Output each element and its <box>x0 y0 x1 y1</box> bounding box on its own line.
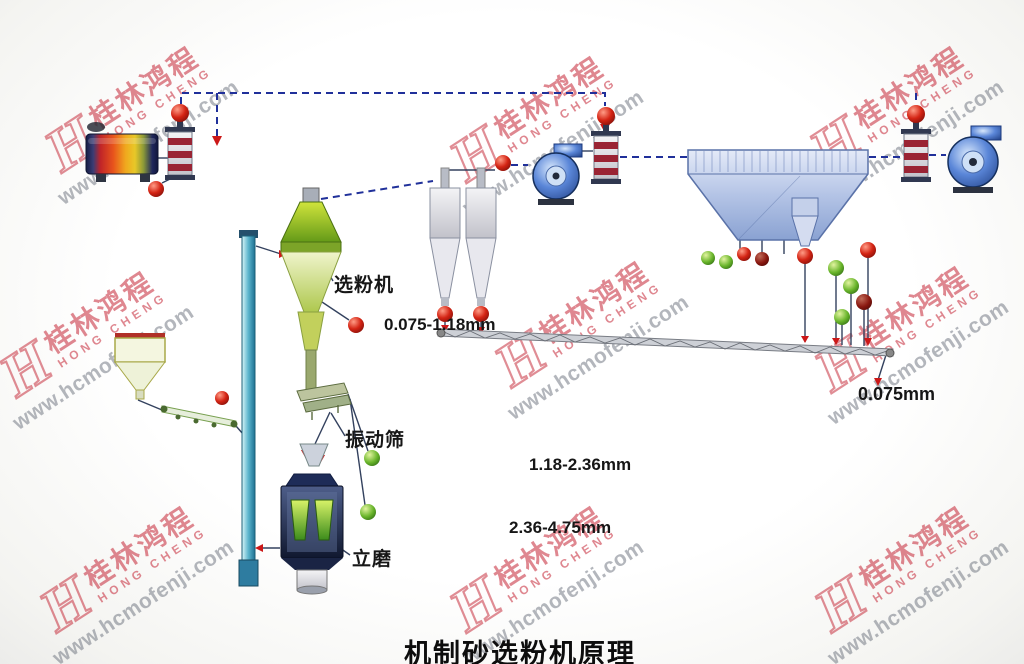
belt-conveyor <box>436 328 895 358</box>
fraction-ball-fine-icon <box>348 317 364 333</box>
size-mid-range-label: 1.18-2.36mm <box>529 455 632 474</box>
feed-conveyor <box>160 391 238 428</box>
vertical-mill-label: 立磨 <box>352 549 393 570</box>
centrifugal-fan-left <box>532 143 583 205</box>
valve-ball-icon <box>171 104 189 122</box>
page-title: 机制砂选粉机原理 <box>404 639 636 664</box>
vibrating-screen-label: 振动筛 <box>345 430 406 451</box>
feed-hopper <box>114 333 166 400</box>
material-ball-icon <box>755 252 769 266</box>
fraction-ball-mid-icon <box>364 450 380 466</box>
vertical-mill <box>280 443 344 595</box>
cyclone-separators <box>429 155 511 322</box>
size-fine-range-label: 0.075-1.18mm <box>384 315 496 334</box>
centrifugal-fan-right <box>947 125 1002 193</box>
size-fine-label: 0.075mm <box>858 384 936 404</box>
valve-ball-icon <box>597 107 615 125</box>
bucket-elevator <box>238 230 259 587</box>
material-ball-icon <box>737 247 751 261</box>
material-ball-icon <box>215 391 229 405</box>
hopper-discharge-ball-icon <box>797 248 813 264</box>
duct-valve-ball-icon <box>495 155 511 171</box>
rotary-mill <box>85 122 159 182</box>
rotary-valve-center <box>591 107 621 184</box>
material-stream-balls <box>828 242 876 325</box>
rotary-valve-left <box>148 104 195 197</box>
gas-pipes-dashed <box>180 92 946 200</box>
fraction-ball-coarse-icon <box>360 504 376 520</box>
sand-hopper <box>687 149 869 269</box>
classifier-label: 选粉机 <box>334 275 395 296</box>
cyclone-discharge-ball-icon <box>437 306 453 322</box>
powder-classifier <box>280 187 342 393</box>
discharge-ball-icon <box>148 181 164 197</box>
size-coarse-range-label: 2.36-4.75mm <box>509 518 612 537</box>
vibrating-screen <box>296 382 352 420</box>
cyclone-discharge-ball-icon <box>473 306 489 322</box>
valve-ball-icon <box>907 105 925 123</box>
rotary-valve-right <box>901 105 931 182</box>
material-ball-icon <box>701 251 715 265</box>
material-ball-icon <box>719 255 733 269</box>
